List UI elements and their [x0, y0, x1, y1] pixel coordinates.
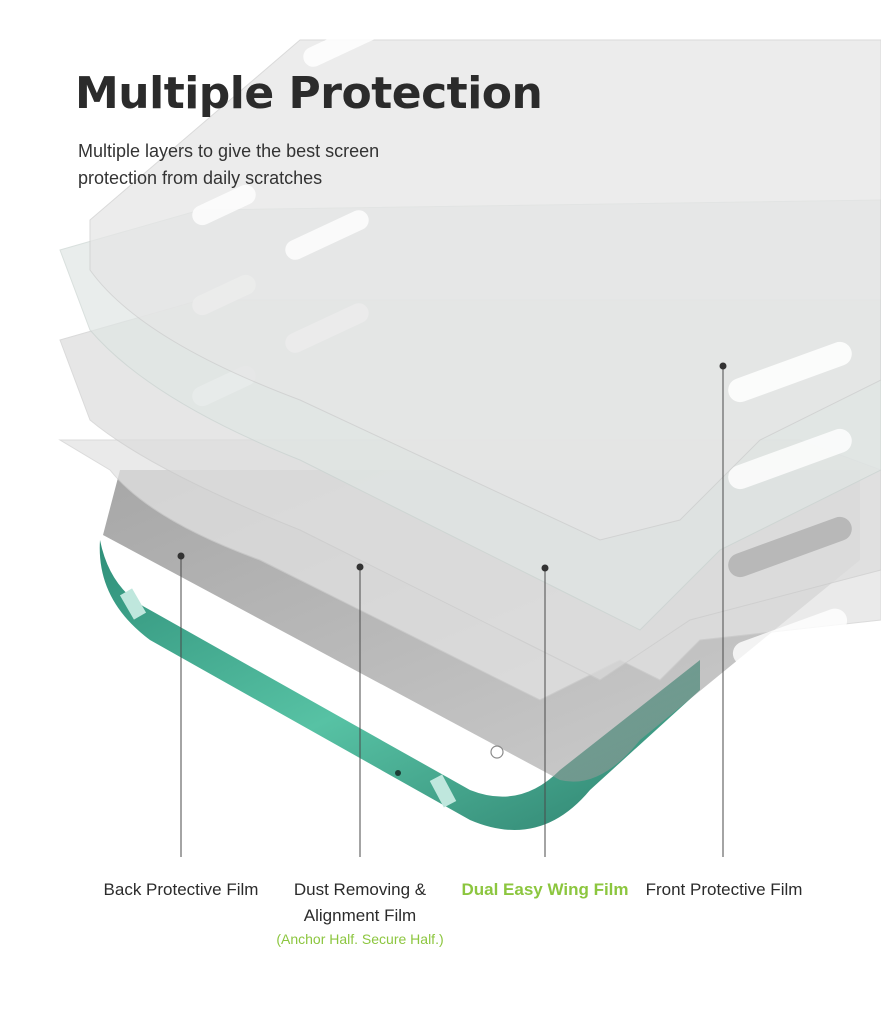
label-front-film: Front Protective Film	[638, 877, 810, 903]
label-back-film-text: Back Protective Film	[103, 880, 259, 899]
dot-front-film	[719, 362, 727, 370]
leader-dots	[177, 362, 727, 572]
label-wing-film: Dual Easy Wing Film	[455, 877, 635, 903]
dot-back-film	[177, 552, 185, 560]
label-back-film: Back Protective Film	[96, 877, 266, 903]
dot-dust-film	[356, 563, 364, 571]
film-layer-front	[89, 17, 881, 541]
label-dust-film-line2: Alignment Film	[303, 906, 417, 925]
leader-lines	[180, 366, 724, 857]
label-front-film-text: Front Protective Film	[645, 880, 803, 899]
page-subtitle: Multiple layers to give the best screen …	[78, 141, 380, 188]
page-title: Multiple Protection	[75, 68, 543, 119]
label-dust-film-note: (Anchor Half. Secure Half.)	[276, 931, 444, 947]
label-wing-film-text: Dual Easy Wing Film	[461, 880, 629, 899]
label-dust-film-line1: Dust Removing &	[293, 880, 427, 899]
label-dust-film: Dust Removing & Alignment Film (Anchor H…	[260, 877, 460, 949]
dot-wing-film	[541, 564, 549, 572]
